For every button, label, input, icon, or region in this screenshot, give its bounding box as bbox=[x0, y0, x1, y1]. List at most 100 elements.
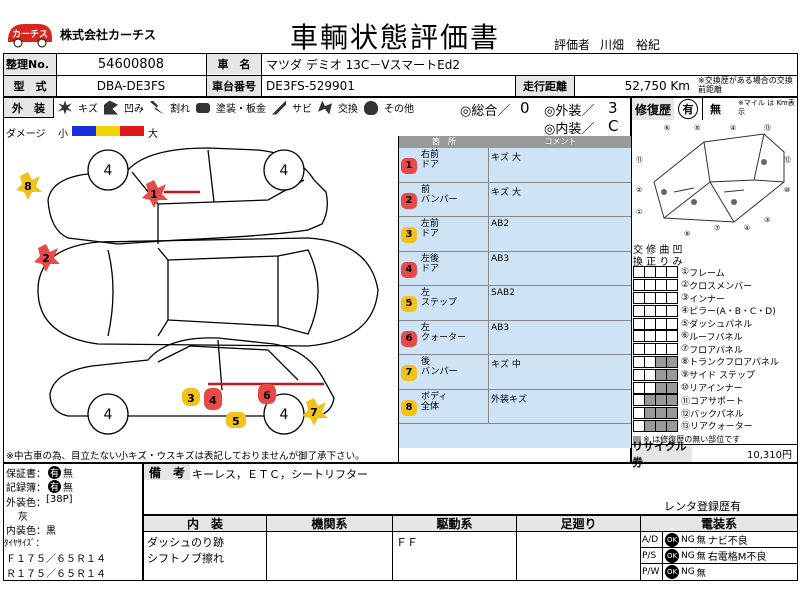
repair-check-cell bbox=[666, 368, 678, 381]
overall-label: ◎総合／ bbox=[460, 104, 511, 119]
shadai-value: DE3FS-529901 bbox=[266, 79, 355, 93]
denso-item-name: A/D bbox=[641, 532, 663, 547]
color-code: [38P] bbox=[46, 494, 73, 505]
svg-text:7: 7 bbox=[310, 406, 318, 419]
comment-part-detail: ドア bbox=[421, 263, 440, 274]
legend-label: その他 bbox=[384, 104, 414, 115]
damage-small-label: 小 bbox=[58, 129, 68, 140]
svg-text:③: ③ bbox=[764, 216, 770, 224]
remarks-panel bbox=[143, 463, 798, 515]
comment-text: AB3 bbox=[489, 251, 632, 285]
denso-none-mark: 無 bbox=[696, 552, 706, 562]
marker-5: 5 bbox=[226, 412, 246, 428]
shadai-label: 車台番号 bbox=[207, 76, 261, 96]
legend-crack-icon bbox=[150, 100, 164, 115]
damage-label: ダメージ bbox=[6, 129, 46, 140]
repair-check-cell bbox=[666, 330, 678, 343]
comment-text: キズ 中 bbox=[489, 355, 632, 389]
tire-tread-rear-left: 4 bbox=[280, 407, 289, 423]
repair-item-num: ① bbox=[681, 267, 690, 278]
legend-label: 塗装・板金 bbox=[216, 104, 266, 115]
repair-label: 修復歴 bbox=[632, 98, 674, 120]
comment-part-detail: バンパー bbox=[421, 194, 458, 205]
marker-6: 6 bbox=[258, 384, 276, 404]
svg-text:1: 1 bbox=[150, 188, 158, 201]
comment-part-detail: クォーター bbox=[421, 332, 467, 343]
tire-tread-rear-right: 4 bbox=[280, 163, 289, 179]
kudo-label: 駆動系 bbox=[393, 516, 516, 531]
shamei-value: マツダ デミオ 13C－VスマートEd2 bbox=[266, 57, 460, 72]
evaluator-name: 川畑 裕紀 bbox=[600, 38, 661, 52]
tire-tread-front-left: 4 bbox=[104, 407, 113, 423]
denso-none-mark: 無 bbox=[696, 568, 706, 579]
comment-marker: 2 bbox=[401, 192, 417, 209]
record-row: 記録簿： 有 無 bbox=[6, 479, 73, 494]
ext-grade-label: ◎外装／ bbox=[544, 104, 595, 119]
svg-text:6: 6 bbox=[263, 389, 271, 402]
legend-dent-icon bbox=[104, 100, 118, 115]
repair-item-label: フロアパネル bbox=[689, 345, 743, 356]
legend-row: キズ 凹み 割れ 塗装・板金 サビ 交換 その他 bbox=[58, 100, 414, 115]
marker-3: 3 bbox=[182, 388, 200, 406]
repair-col-header2: 換 正 り み bbox=[633, 257, 683, 268]
legend-label: 割れ bbox=[170, 104, 190, 115]
ext-grade-value: 3 bbox=[608, 99, 618, 117]
comment-header-comment: コメント bbox=[544, 137, 577, 146]
marker-2: 2 bbox=[34, 244, 60, 272]
comment-text: 外装キズ bbox=[489, 389, 632, 423]
recycle-value: 10,310円 bbox=[747, 450, 792, 461]
comment-part: 左 bbox=[421, 288, 431, 298]
repair-item-label: サイド ステップ bbox=[689, 371, 755, 382]
comment-marker: 3 bbox=[401, 227, 417, 243]
repair-check-cell bbox=[666, 355, 678, 368]
interior-color: 内装色：黒 bbox=[6, 526, 56, 537]
marker-7: 7 bbox=[302, 398, 328, 426]
repair-check-cell bbox=[666, 304, 678, 317]
repair-item-num: ② bbox=[681, 280, 690, 291]
repair-check-cell bbox=[666, 343, 678, 356]
mileage-note: ※交換歴がある場合の交換前距離 bbox=[698, 76, 793, 94]
repair-check-cell bbox=[666, 381, 678, 394]
comment-part: 左後 bbox=[421, 253, 440, 264]
repair-check-cell bbox=[666, 266, 678, 279]
repair-item-label: フレーム bbox=[689, 268, 725, 279]
shamei-label: 車 名 bbox=[207, 54, 261, 74]
comment-marker: 8 bbox=[401, 399, 417, 416]
kikan-label: 機関系 bbox=[267, 516, 392, 531]
repair-yes-option: 有 bbox=[678, 99, 698, 119]
denso-ok-mark: OK bbox=[665, 548, 679, 563]
comment-marker: 4 bbox=[401, 261, 417, 278]
tire-rear: Ｒ１７５／６５Ｒ１４ bbox=[6, 569, 106, 580]
repair-panel bbox=[631, 97, 798, 463]
svg-text:⑨: ⑨ bbox=[684, 230, 690, 238]
exterior-label: 外 装 bbox=[4, 98, 54, 118]
comment-part-detail: ドア bbox=[421, 229, 440, 239]
repair-item-label: バックパネル bbox=[690, 409, 744, 420]
marker-8: 8 bbox=[16, 172, 42, 200]
color-name: 灰 bbox=[18, 512, 28, 523]
repair-item-label: コアサポート bbox=[690, 396, 745, 407]
repair-item-label: クロスメンバー bbox=[689, 281, 753, 292]
repair-note: ※マイル は Km表示 bbox=[738, 99, 795, 116]
repair-item-num: ③ bbox=[681, 292, 690, 303]
svg-text:⑦: ⑦ bbox=[714, 224, 720, 232]
